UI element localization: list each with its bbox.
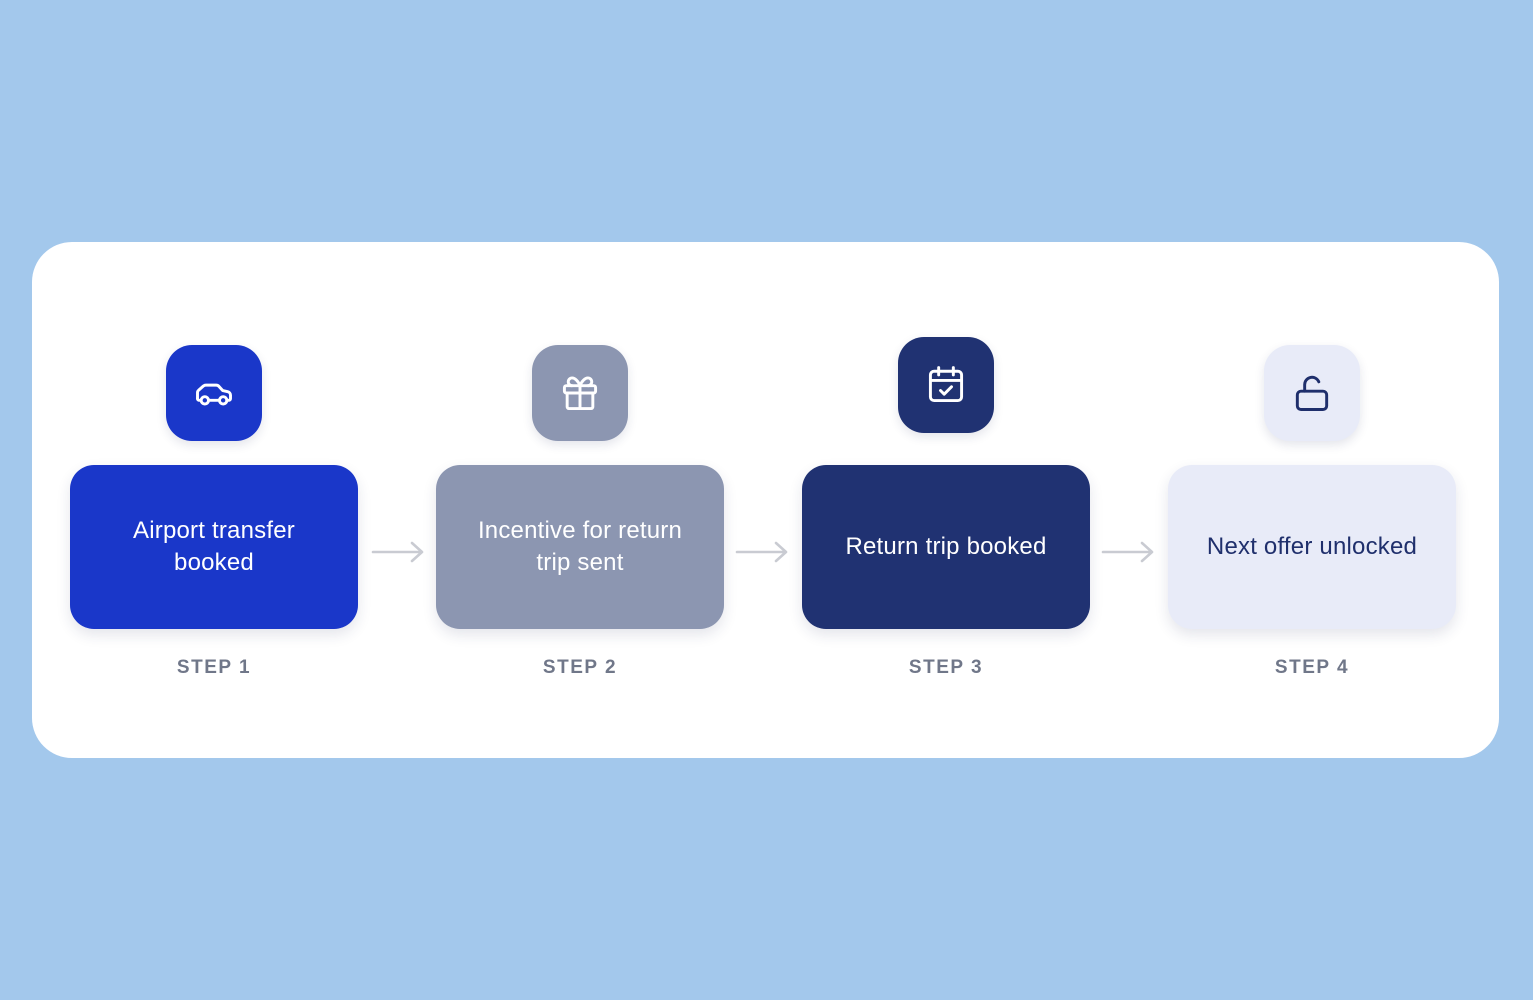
arrow-right-icon [1101,541,1154,563]
step-1-box: Airport transfer booked [70,465,358,629]
arrow-right-icon [735,541,788,563]
step-3-box: Return trip booked [802,465,1090,629]
step-2-box: Incentive for return trip sent [436,465,724,629]
gift-icon [562,376,598,411]
arrow-right-icon [371,541,424,563]
step-3-icon-tile [898,337,994,433]
step-4-label: STEP 4 [1274,657,1350,678]
step-4-box: Next offer unlocked [1168,465,1456,629]
unlock-icon [1295,375,1329,411]
car-icon [196,383,232,406]
step-1-label: STEP 1 [176,657,252,678]
calendar-check-icon [928,366,964,403]
step-2-icon-tile [532,345,628,441]
step-4-text: Next offer unlocked [1206,533,1418,560]
step-3-label: STEP 3 [908,657,984,678]
step-1-icon-tile [166,345,262,441]
step-2-text: Incentive for return trip sent [477,517,683,576]
step-2-label: STEP 2 [542,657,618,678]
step-3-text: Return trip booked [845,533,1047,560]
step-1-text: Airport transfer booked [133,517,295,576]
step-4-icon-tile [1264,345,1360,441]
flow-card: Airport transfer booked STEP 1 Incentive… [32,242,1499,758]
